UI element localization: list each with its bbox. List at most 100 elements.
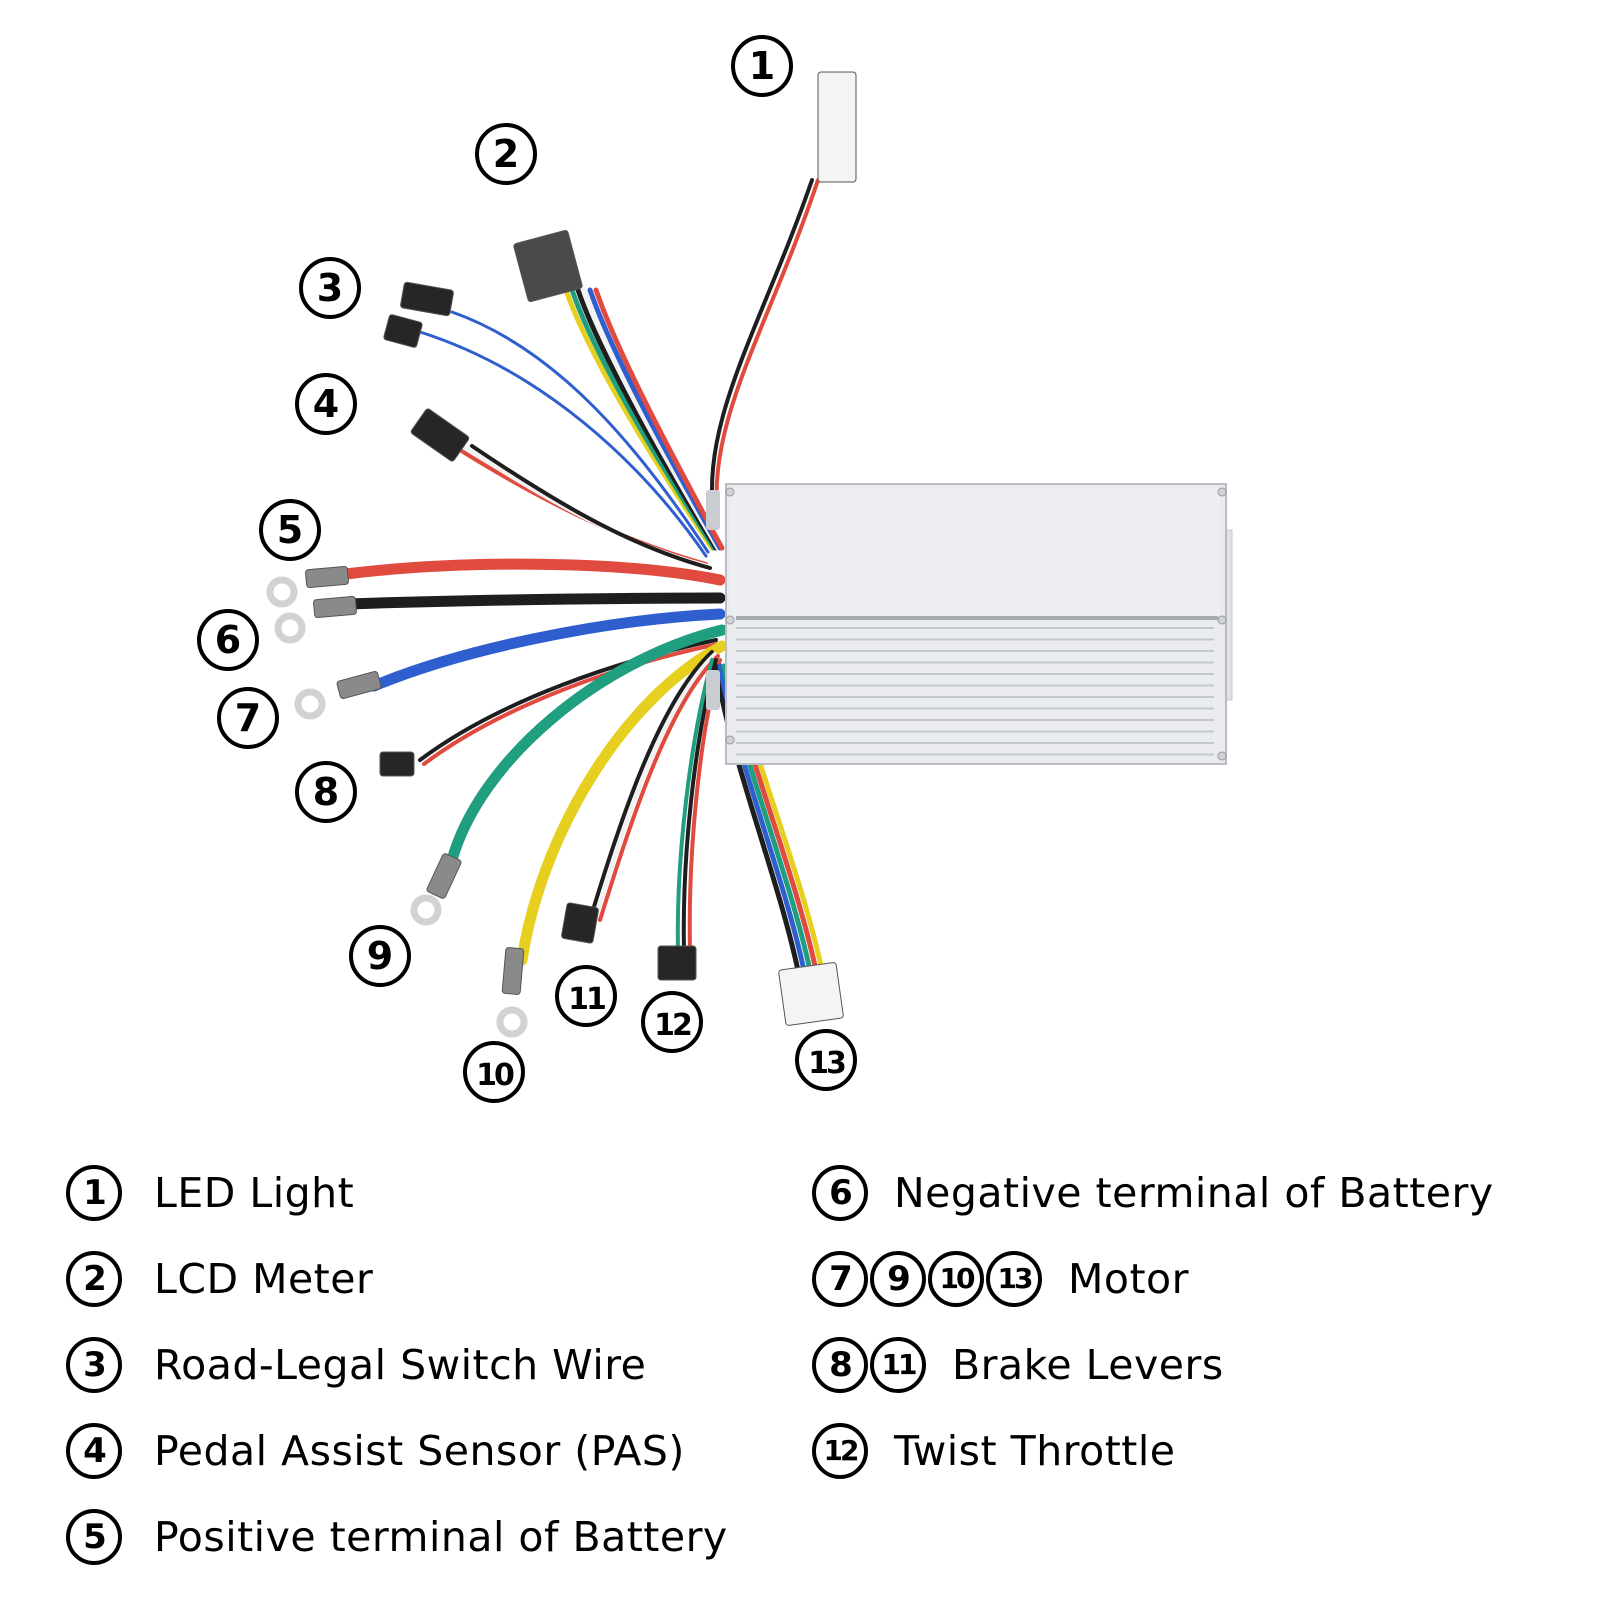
wire-black [340,592,726,610]
callout-circle [475,123,537,185]
legend-number-badge: 8 [812,1337,868,1393]
brake-lever-connector [379,751,415,777]
wire-black [713,663,803,983]
callout-number: 12 [654,1008,691,1043]
callout-circle [197,609,259,671]
battery-negative-terminal [313,595,357,619]
callout-circle [731,35,793,97]
legend-number-badge: 7 [812,1251,868,1307]
motor-phase-terminal [501,947,525,995]
callout-number: 8 [313,770,339,814]
motor-phase-ring-terminal [496,1006,528,1038]
motor-hall-connector [778,962,844,1026]
motor-phase-terminal [336,671,382,699]
callout-circle [641,991,703,1053]
legend-label: Road-Legal Switch Wire [154,1341,647,1389]
callout-circle [295,373,357,435]
legend-number-badge: 6 [812,1165,868,1221]
callout-number: 7 [235,696,261,740]
callout-number: 3 [317,266,343,310]
wire-red [598,654,720,922]
callout-circle [295,761,357,823]
wire-blue [368,608,726,692]
motor-phase-ring-terminal [294,688,326,720]
callout-11: 11 [555,965,617,1027]
screw-icon [1217,615,1227,625]
legend-number-badge: 9 [870,1251,926,1307]
battery-negative-ring-terminal [274,612,306,644]
legend-label: Twist Throttle [894,1427,1176,1475]
callout-7: 7 [217,687,279,749]
callout-number: 13 [808,1046,845,1081]
road-legal-switch-connector [383,314,423,348]
legend-number-badge: 2 [66,1251,122,1307]
legend-number-badge: 13 [986,1251,1042,1307]
callout-number: 9 [367,934,393,978]
motor-phase-ring-terminal [410,894,442,926]
legend-label: Positive terminal of Battery [154,1513,728,1561]
wire-black [588,650,714,922]
wire-green [446,624,728,866]
callout-12: 12 [641,991,703,1053]
mounting-tab-top [706,490,720,530]
battery-positive-ring-terminal [266,576,298,608]
callout-circle [299,257,361,319]
wire-red [340,558,726,586]
legend-number-badge: 10 [928,1251,984,1307]
screw-icon [725,615,735,625]
wire-black [709,178,814,522]
callout-10: 10 [463,1041,525,1103]
legend-number-badge: 5 [66,1509,122,1565]
legend-item: 5 Positive terminal of Battery [66,1494,728,1580]
controller-housing [706,483,1233,765]
connectors [266,71,857,1038]
callout-13: 13 [795,1029,857,1091]
wire-red [593,287,725,551]
legend-label: LCD Meter [154,1255,374,1303]
wire-blue [450,310,710,554]
callout-number: 4 [313,382,339,426]
twist-throttle-connector [657,945,697,981]
wire-black [470,444,712,570]
callout-9: 9 [349,925,411,987]
callout-number: 1 [749,44,775,88]
legend-number-badge: 4 [66,1423,122,1479]
battery-positive-terminal [305,565,349,589]
wire-red [422,642,720,766]
heat-sink-fins [736,627,1214,756]
callout-5: 5 [259,499,321,561]
wire-red [714,178,820,524]
callout-2: 2 [475,123,537,185]
callout-circle [555,965,617,1027]
callout-circle [259,499,321,561]
legend-number-badge: 1 [66,1165,122,1221]
callout-circle [217,687,279,749]
callout-4: 4 [295,373,357,435]
legend-label: Negative terminal of Battery [894,1169,1494,1217]
motor-phase-terminal [426,853,462,899]
wire-yellow [516,640,728,966]
screw-icon [725,487,735,497]
callout-number: 10 [476,1058,514,1093]
mounting-tab-bottom [706,670,720,710]
callout-8: 8 [295,761,357,823]
callout-3: 3 [299,257,361,319]
legend-number-badge: 11 [870,1337,926,1393]
callout-6: 6 [197,609,259,671]
lcd-meter-connector [513,229,583,303]
legend-item: 6 Negative terminal of Battery [812,1150,1494,1236]
legend-item: 2 LCD Meter [66,1236,728,1322]
road-legal-switch-connector [400,281,454,317]
wire-harness [340,178,827,983]
callout-circle [349,925,411,987]
brake-lever-connector [561,902,599,944]
wire-green [675,658,714,952]
